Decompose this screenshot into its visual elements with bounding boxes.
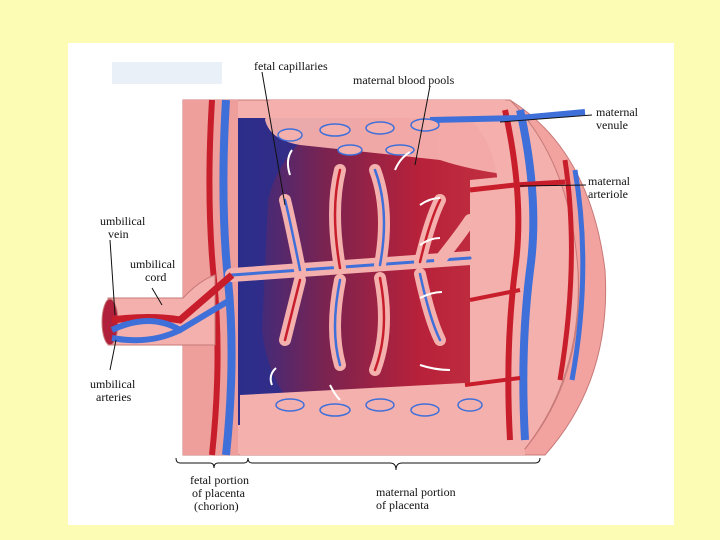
label-maternal-blood-pools: maternal blood pools (353, 74, 454, 87)
label-maternal-venule-line2: venule (596, 119, 628, 132)
label-maternal-portion-line2: of placenta (376, 499, 429, 512)
label-fetal-capillaries: fetal capillaries (254, 60, 328, 73)
label-fetal-portion-line3: (chorion) (194, 500, 239, 513)
faint-artifact (112, 62, 222, 84)
label-maternal-arteriole-line2: arteriole (588, 188, 628, 201)
label-umbilical-cord-line2: cord (145, 271, 166, 284)
label-umbilical-arteries-line2: arteries (96, 391, 131, 404)
label-umbilical-vein-line2: vein (108, 228, 129, 241)
